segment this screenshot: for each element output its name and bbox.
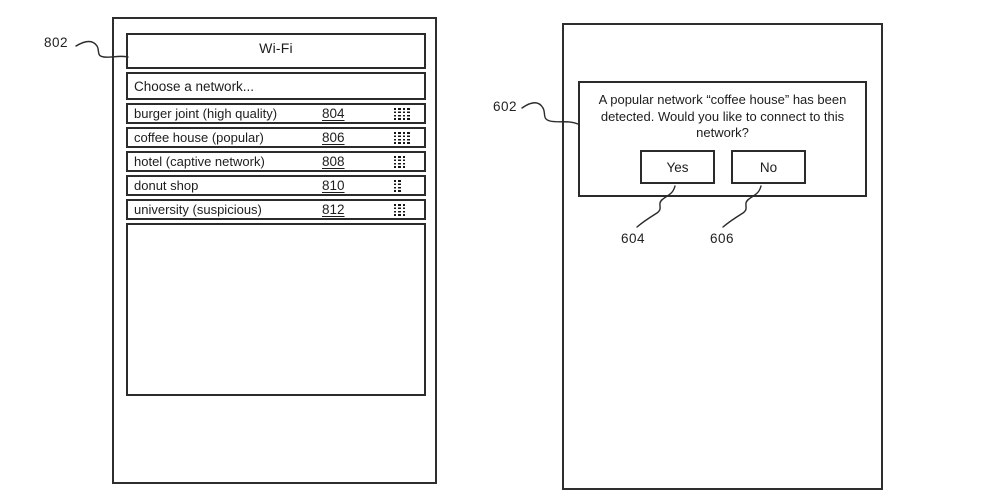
wifi-title: Wi-Fi bbox=[259, 40, 293, 56]
leader-line-602 bbox=[521, 102, 579, 125]
wifi-settings-stack: Wi-Fi Choose a network... burger joint (… bbox=[126, 33, 426, 396]
network-row-burger-joint[interactable]: burger joint (high quality) 804 bbox=[126, 103, 426, 124]
ref-802-label: 802 bbox=[44, 35, 69, 50]
network-name: university (suspicious) bbox=[134, 202, 262, 217]
signal-strength-icon bbox=[394, 155, 410, 168]
network-row-donut-shop[interactable]: donut shop 810 bbox=[126, 175, 426, 196]
leader-line-802 bbox=[75, 40, 129, 58]
signal-strength-icon bbox=[394, 203, 410, 216]
ref-number-812: 812 bbox=[322, 202, 345, 217]
leader-line-606 bbox=[722, 185, 762, 228]
network-name: hotel (captive network) bbox=[134, 154, 265, 169]
signal-strength-icon bbox=[394, 107, 410, 120]
network-row-university[interactable]: university (suspicious) 812 bbox=[126, 199, 426, 220]
ref-number-808: 808 bbox=[322, 154, 345, 169]
choose-network-label: Choose a network... bbox=[134, 78, 255, 94]
ref-602-label: 602 bbox=[493, 99, 518, 114]
choose-network-row: Choose a network... bbox=[126, 72, 426, 100]
signal-strength-icon bbox=[394, 131, 410, 144]
ref-number-806: 806 bbox=[322, 130, 345, 145]
network-row-hotel[interactable]: hotel (captive network) 808 bbox=[126, 151, 426, 172]
network-name: burger joint (high quality) bbox=[134, 106, 278, 121]
leader-line-604 bbox=[636, 185, 676, 228]
no-button[interactable]: No bbox=[731, 150, 806, 184]
network-name: coffee house (popular) bbox=[134, 130, 264, 145]
connect-dialog: A popular network “coffee house” has bee… bbox=[578, 81, 867, 197]
ref-604-label: 604 bbox=[621, 231, 646, 246]
dialog-message: A popular network “coffee house” has bee… bbox=[598, 92, 847, 140]
ref-number-810: 810 bbox=[322, 178, 345, 193]
network-row-coffee-house[interactable]: coffee house (popular) 806 bbox=[126, 127, 426, 148]
wifi-title-bar: Wi-Fi bbox=[126, 33, 426, 69]
wifi-settings-screen: Wi-Fi Choose a network... burger joint (… bbox=[112, 17, 437, 484]
signal-strength-icon bbox=[394, 179, 410, 192]
ref-606-label: 606 bbox=[710, 231, 735, 246]
yes-button[interactable]: Yes bbox=[640, 150, 715, 184]
network-name: donut shop bbox=[134, 178, 199, 193]
network-list-empty-area bbox=[126, 223, 426, 396]
notification-screen: A popular network “coffee house” has bee… bbox=[562, 23, 883, 490]
ref-number-804: 804 bbox=[322, 106, 345, 121]
